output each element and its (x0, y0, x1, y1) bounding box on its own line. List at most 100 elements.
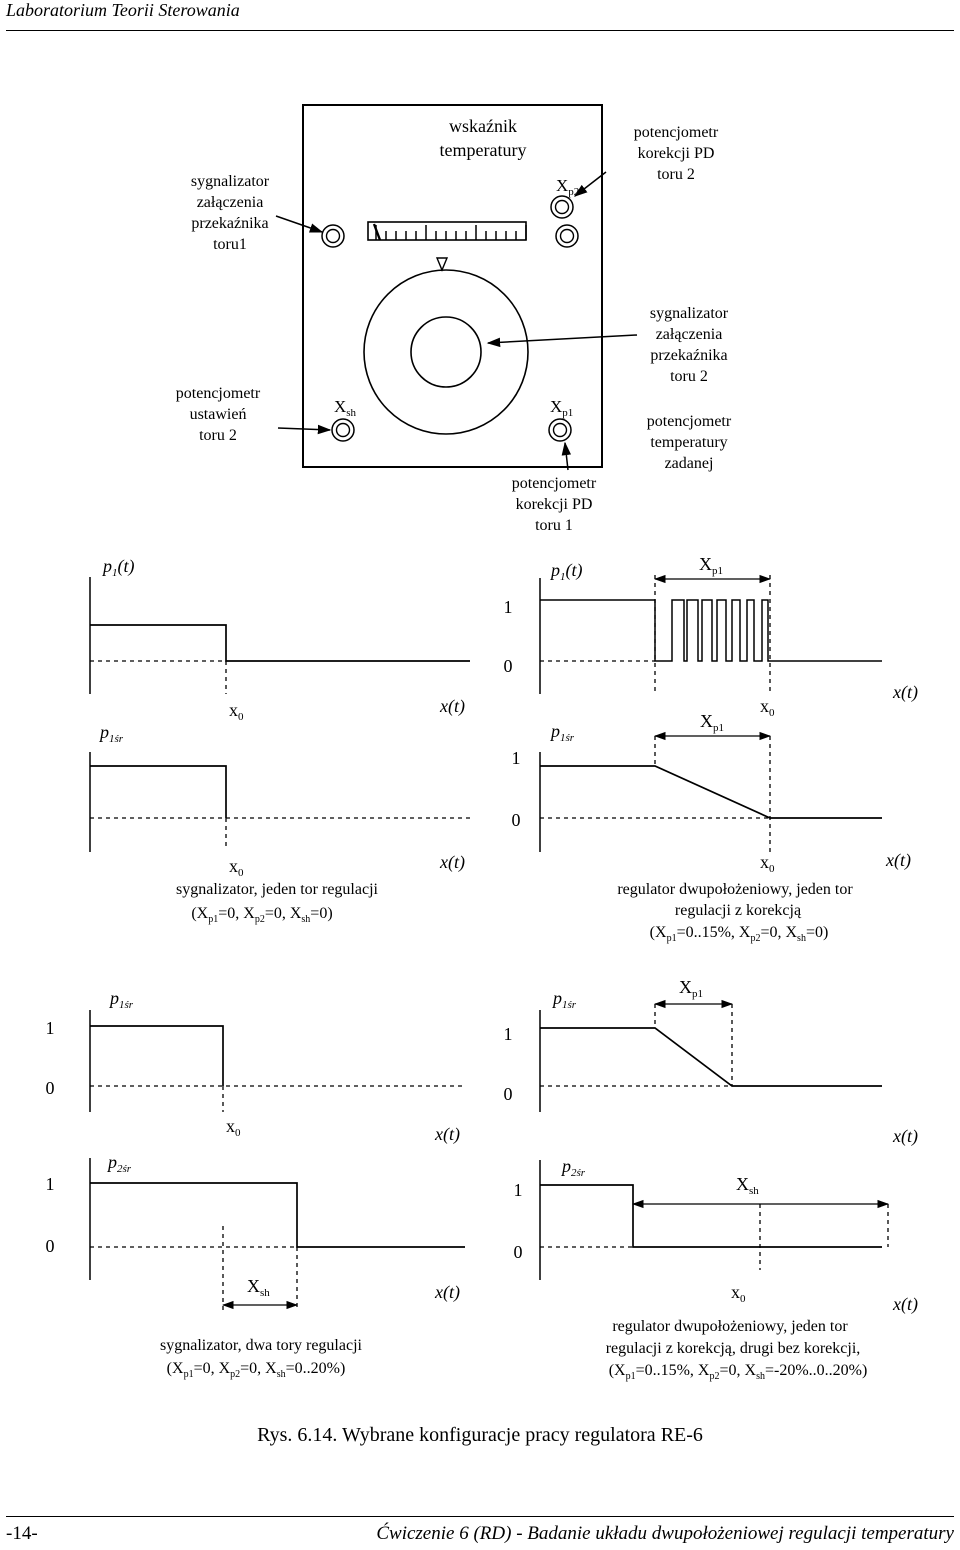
g2-xp1-main: X (699, 554, 712, 574)
desc1-line-2-text-6: =0) (310, 905, 332, 922)
desc3-line-2-text-0: (X (167, 1360, 184, 1377)
label-pot-pd2-line-1: potencjometr (634, 124, 719, 141)
desc1-line-2-sub-3: p2 (255, 914, 265, 925)
label-relay2-line-4: toru 2 (670, 368, 708, 385)
g2-xt: x(t) (892, 682, 918, 703)
desc3-line-1: sygnalizator, dwa tory regulacji (160, 1337, 363, 1354)
setpoint-knob (410, 316, 482, 388)
desc3-line-2-text-4: =0, X (240, 1360, 277, 1377)
g1-x0-sub: 0 (238, 711, 244, 723)
desc1-line-2-text-2: =0, X (218, 905, 255, 922)
g4b-p2sr-sub: 2śr (571, 1167, 586, 1179)
footer-rule (6, 1516, 954, 1517)
g4-one: 1 (504, 1024, 513, 1044)
scale-needle (372, 223, 382, 241)
g2-x0: x0 (760, 696, 775, 719)
desc4-line-3-sub-5: sh (756, 1371, 765, 1382)
label-pot-pd2-line-3: toru 2 (657, 166, 695, 183)
label-pot-set2-line-2: ustawień (190, 406, 247, 423)
desc2-line-3-text-2: =0..15%, X (677, 924, 751, 941)
g1-p1sr-sub: 1śr (109, 733, 124, 745)
g4b-p2sr: p2śr (560, 1156, 586, 1179)
leader-pot-set2 (277, 424, 332, 435)
desc2-line-3-sub-1: p1 (667, 933, 677, 944)
desc2-line-3: (Xp1=0..15%, Xp2=0, Xsh=0) (650, 924, 829, 944)
desc4-line-1: regulator dwupołożeniowy, jeden tor (612, 1318, 848, 1335)
g3-p1sr-main: p (108, 988, 119, 1008)
desc1-line-2: (Xp1=0, Xp2=0, Xsh=0) (191, 905, 332, 925)
g2-x0-main: x (760, 696, 769, 716)
desc4-line-3: (Xp1=0..15%, Xp2=0, Xsh=-20%..0..20%) (609, 1362, 868, 1382)
knob-xp2-icon-inner (554, 199, 570, 215)
desc1-line-2-text-4: =0, X (265, 905, 302, 922)
g1-p1t-main: p (101, 556, 112, 576)
relay2-lamp-icon-inner (559, 228, 575, 244)
g4b-x0: x0 (731, 1282, 746, 1305)
knob-xp1-label: Xp1 (550, 397, 573, 419)
g4b-xsh-sub: sh (749, 1185, 759, 1197)
desc1-line-2-sub-1: p1 (208, 914, 218, 925)
g1-p1t: p1(t) (101, 556, 135, 579)
knob-xp2-label-main: X (556, 176, 568, 195)
knob-xp2-label: Xp2 (556, 176, 579, 198)
g3b-xsh: Xsh (247, 1276, 270, 1299)
knob-xsh-label-main: X (334, 397, 346, 416)
g4-zero: 0 (504, 1084, 513, 1104)
g4b-one: 1 (514, 1180, 523, 1200)
knob-xp2-icon (550, 195, 574, 219)
desc2-line-1: regulator dwupołożeniowy, jeden tor (617, 881, 853, 898)
g3-x0-main: x (226, 1116, 235, 1136)
knob-xsh-icon (331, 418, 355, 442)
desc3-line-2-sub-3: p2 (230, 1369, 240, 1380)
knob-xsh-label: Xsh (334, 397, 357, 419)
relay1-lamp-icon-inner (325, 228, 341, 244)
g3b-p2sr: p2śr (106, 1152, 132, 1175)
header-title: Laboratorium Teorii Sterowania (6, 0, 240, 20)
g1-p1sr: p1śr (98, 722, 124, 745)
g2b-curve (540, 765, 882, 819)
relay2-lamp-icon (555, 224, 579, 248)
g2-x0-sub: 0 (769, 707, 775, 719)
desc4-line-3-text-2: =0..15%, X (636, 1362, 710, 1379)
g4b-x0-sub: 0 (740, 1293, 746, 1305)
g4-curve (540, 1027, 882, 1087)
desc4-line-3-sub-1: p1 (626, 1371, 636, 1382)
g2b-xp1-main: X (700, 711, 713, 731)
desc2-line-3-text-0: (X (650, 924, 667, 941)
label-indicator-line-1: wskaźnik (449, 116, 517, 136)
g2-xp1: Xp1 (699, 554, 723, 577)
figure-caption: Rys. 6.14. Wybrane konfiguracje pracy re… (257, 1424, 703, 1446)
desc2-line-2: regulacji z korekcją (675, 902, 802, 919)
g4-xp1: Xp1 (679, 977, 703, 1000)
desc2-line-3-text-4: =0, X (760, 924, 797, 941)
knob-xp1-label-main: X (550, 397, 562, 416)
g2-xp1-sub: p1 (712, 565, 723, 577)
page-header: Laboratorium Teorii Sterowania (6, 0, 954, 31)
g2b-x0: x0 (760, 852, 775, 875)
g3-xt: x(t) (434, 1124, 460, 1145)
g3b-xsh-sub: sh (260, 1287, 270, 1299)
g4-p1sr-main: p (551, 988, 562, 1008)
device-panel (302, 104, 603, 468)
g3-x0: x0 (226, 1116, 241, 1139)
desc3-line-2-sub-5: sh (277, 1369, 286, 1380)
desc4-line-2: regulacji z korekcją, drugi bez korekcji… (606, 1340, 861, 1357)
desc4-line-3-text-4: =0, X (719, 1362, 756, 1379)
knob-xp1-label-sub: p1 (562, 407, 573, 419)
g4b-xt: x(t) (892, 1294, 918, 1315)
label-pot-temp-line-1: potencjometr (647, 413, 732, 430)
label-pot-pd1-line-2: korekcji PD (516, 496, 593, 513)
leader-relay2 (486, 334, 638, 348)
desc2-line-3-text-6: =0) (806, 924, 828, 941)
g1-xt: x(t) (439, 696, 465, 717)
g3b-one: 1 (46, 1174, 55, 1194)
desc2-line-3-sub-5: sh (797, 933, 806, 944)
desc1-line-1: sygnalizator, jeden tor regulacji (176, 881, 379, 898)
g3b-p2sr-main: p (106, 1152, 117, 1172)
desc4-line-3-sub-3: p2 (709, 1371, 719, 1382)
g1b-x0-main: x (229, 856, 238, 876)
label-pot-pd1-line-1: potencjometr (512, 475, 597, 492)
label-pot-temp-line-2: temperatury (650, 434, 727, 451)
g3-zero: 0 (46, 1078, 55, 1098)
g3b-curve (90, 1182, 465, 1248)
